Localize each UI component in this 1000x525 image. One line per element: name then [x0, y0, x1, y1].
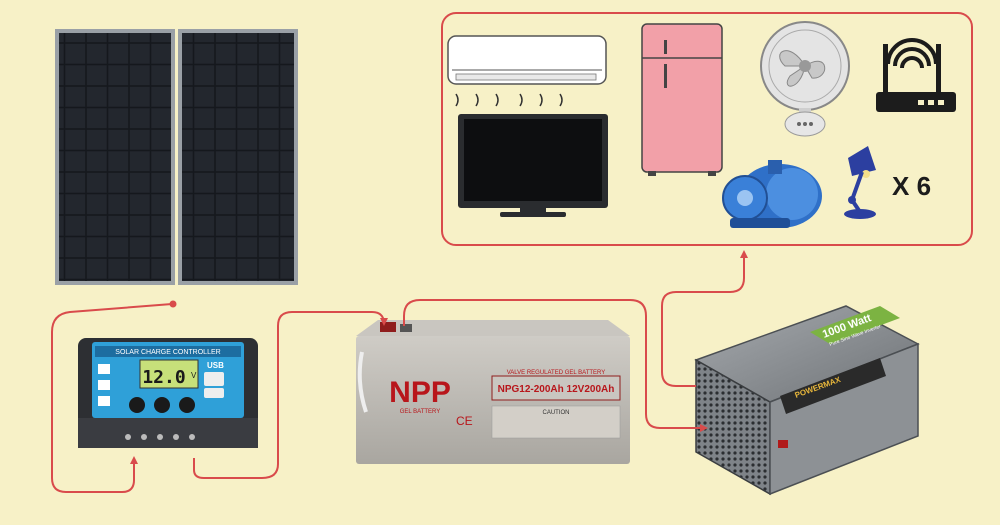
wire-inverter-to-loads [661, 250, 748, 387]
loads-box [441, 12, 973, 246]
battery-ce: CE [456, 414, 473, 428]
lamp-quantity: X 6 [892, 171, 931, 201]
wire-controller-to-battery [193, 311, 388, 479]
wire-battery-to-inverter [403, 299, 708, 432]
battery-sub-brand: GEL BATTERY [400, 409, 441, 415]
controller-header: SOLAR CHARGE CONTROLLER [115, 349, 220, 356]
air-conditioner-icon [447, 35, 607, 107]
controller-display: 12.0 [142, 367, 185, 388]
charge-controller-icon [78, 338, 258, 448]
wire-node-panel [169, 300, 177, 308]
television-icon [458, 114, 608, 217]
battery-caution: CAUTION [543, 410, 570, 416]
battery-brand: NPP [389, 376, 451, 409]
controller-usb: USB [207, 361, 224, 370]
controller-unit: V [191, 371, 197, 380]
fan-icon [760, 21, 850, 137]
solar-panel-icon [55, 29, 298, 285]
battery-top-line: VALVE REGULATED GEL BATTERY [507, 370, 606, 376]
battery-icon [356, 320, 630, 464]
water-pump-icon [722, 160, 822, 228]
inverter-icon [694, 305, 920, 496]
wiring [51, 250, 748, 493]
wire-panel-to-controller [51, 303, 173, 493]
desk-lamp-icon [844, 146, 876, 219]
refrigerator-icon [641, 23, 723, 176]
router-icon [876, 38, 956, 112]
battery-model: NPG12-200Ah 12V200Ah [498, 384, 615, 395]
